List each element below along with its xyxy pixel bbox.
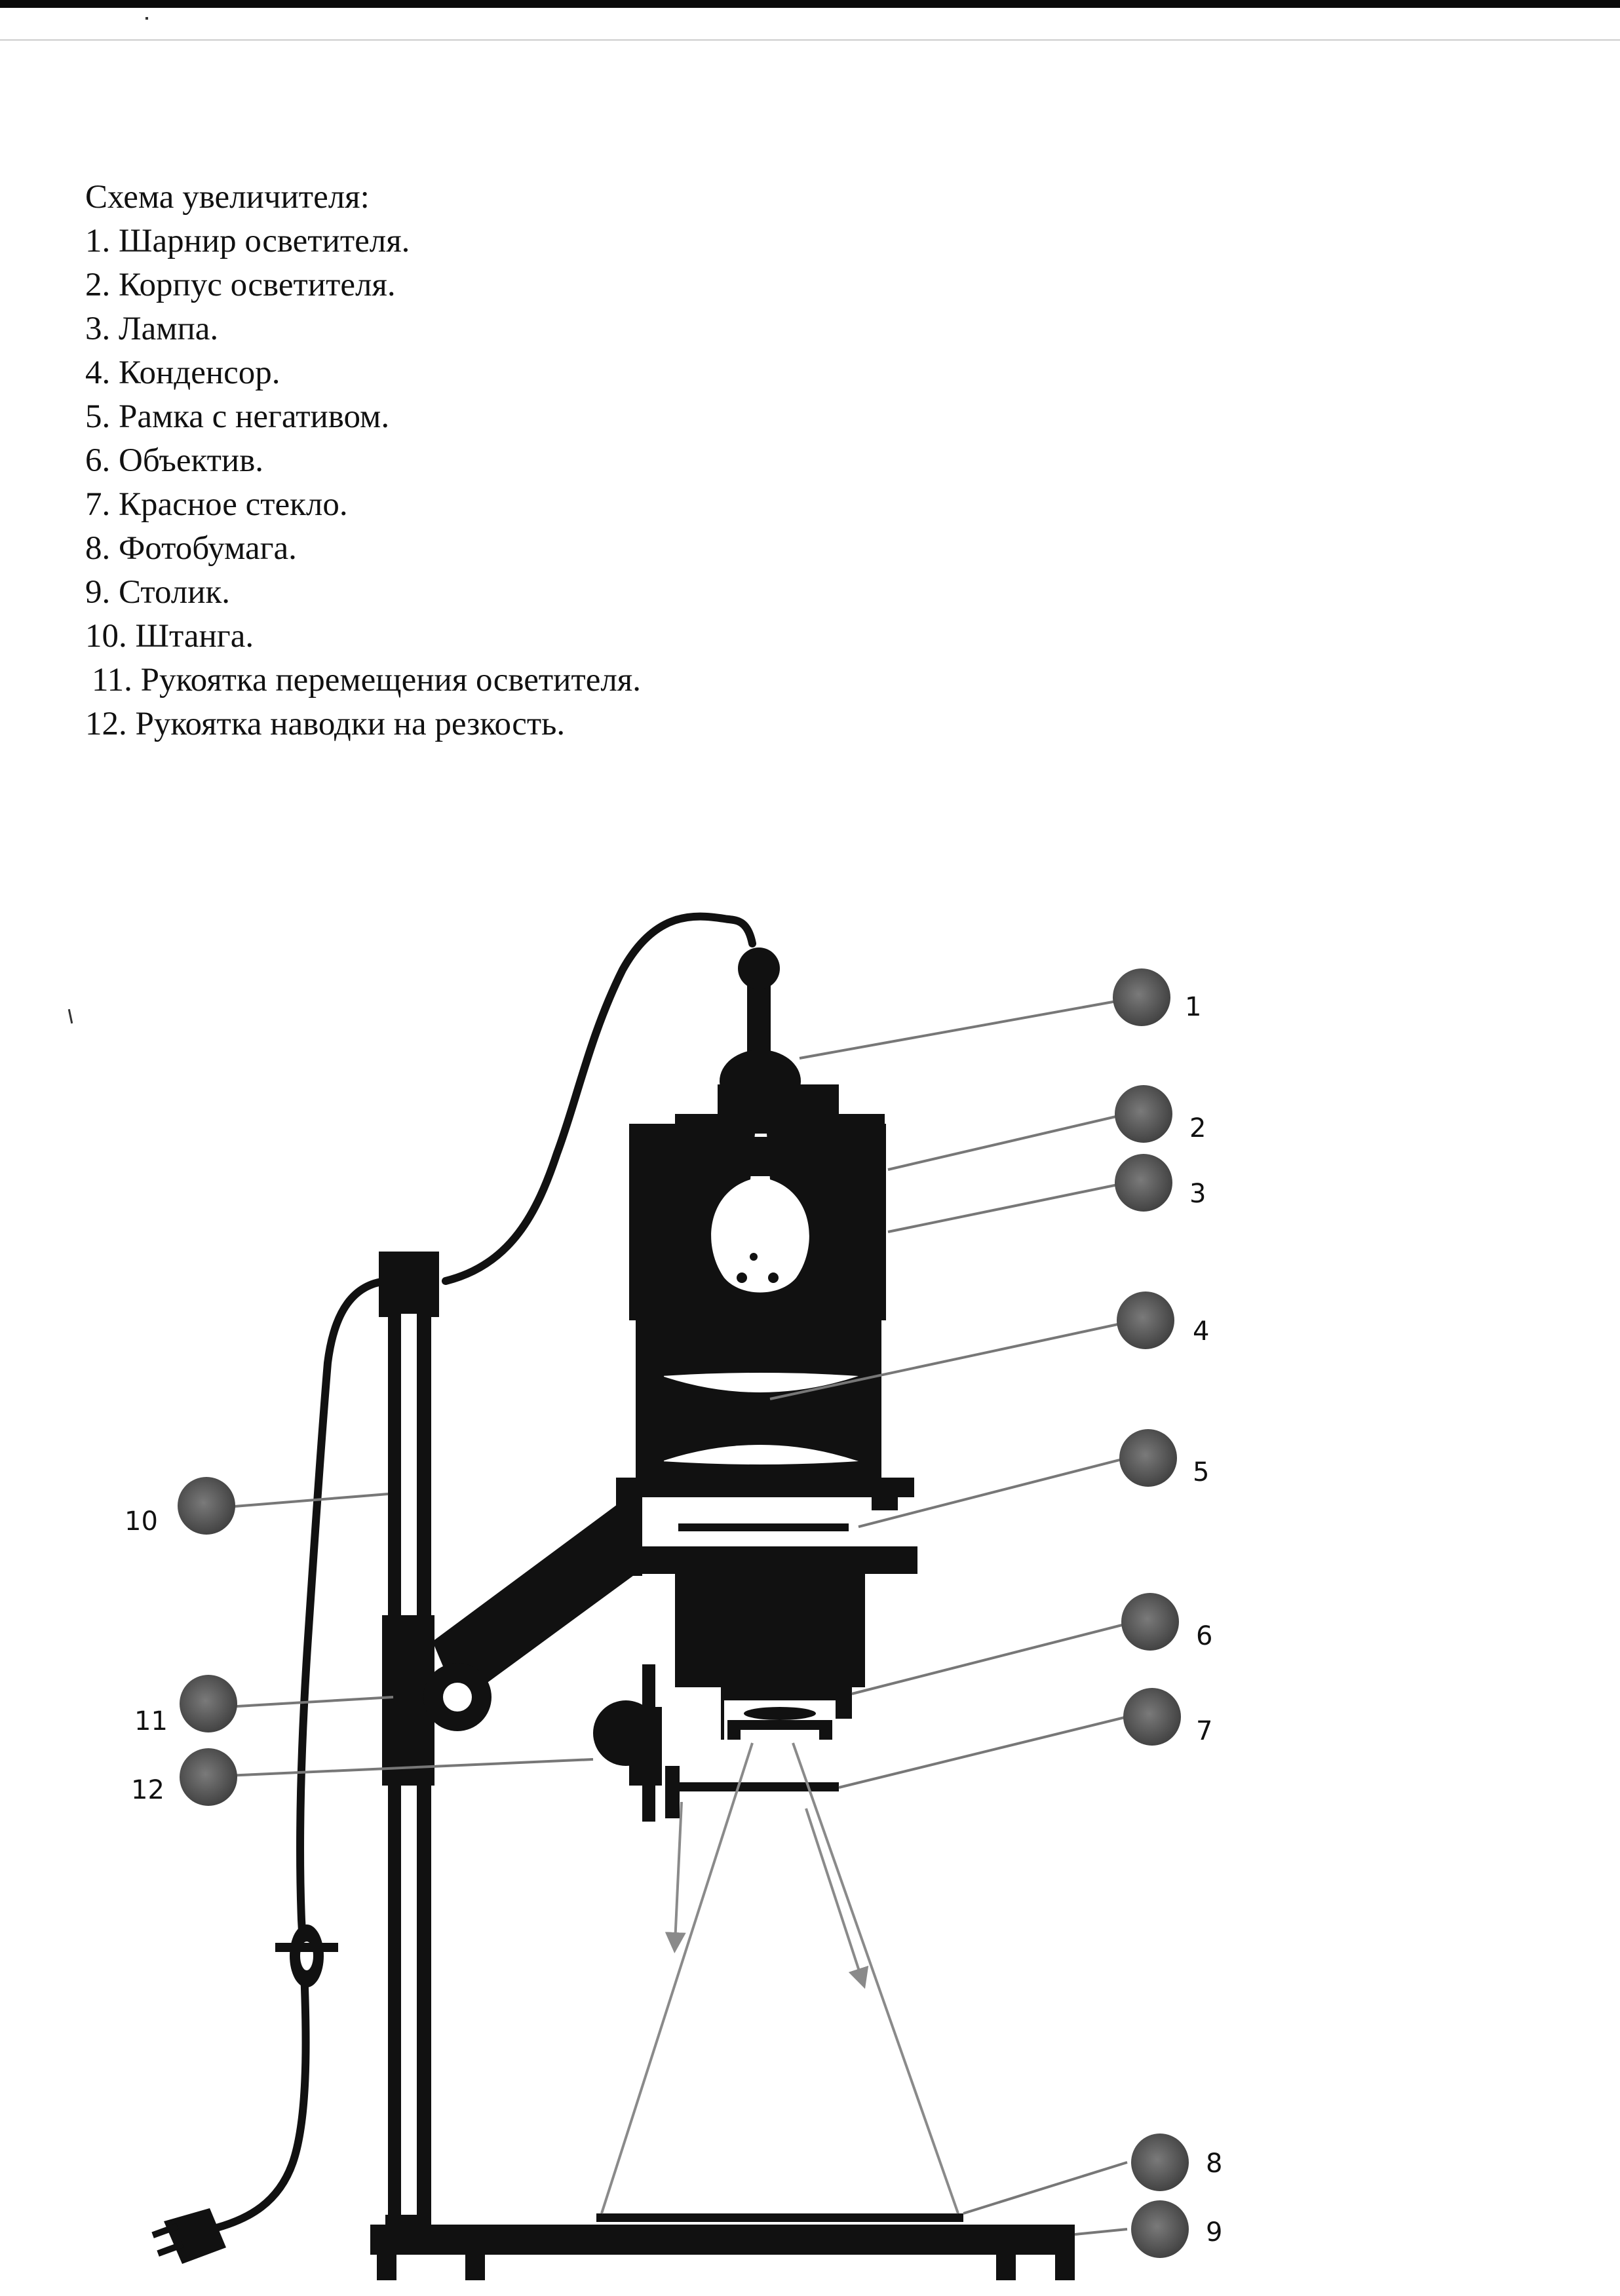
callout-dot-2 xyxy=(1115,1085,1172,1143)
callout-dot-12 xyxy=(180,1748,237,1806)
scan-rule xyxy=(0,39,1620,41)
legend-item-2: 2. Корпус осветителя. xyxy=(85,267,396,303)
callout-dot-11 xyxy=(180,1675,237,1732)
condenser xyxy=(659,1373,858,1464)
legend: Схема увеличителя: 1. Шарнир осветителя.… xyxy=(85,176,641,746)
legend-item-9: 9. Столик. xyxy=(85,574,231,611)
callout-number-9: 9 xyxy=(1206,2217,1222,2248)
callout-number-12: 12 xyxy=(131,1775,164,1805)
leader-lines xyxy=(225,998,1128,2236)
callout-number-8: 8 xyxy=(1206,2149,1222,2179)
legend-item-8: 8. Фотобумага. xyxy=(85,530,297,567)
callout-number-1: 1 xyxy=(1185,992,1201,1022)
power-plug xyxy=(151,2208,226,2264)
callout-number-2: 2 xyxy=(1189,1113,1206,1143)
callout-dots xyxy=(178,968,1189,2258)
legend-item-6: 6. Объектив. xyxy=(85,442,264,479)
photo-paper xyxy=(596,2213,963,2222)
callout-dot-1 xyxy=(1113,968,1170,1026)
power-cable xyxy=(199,912,756,2235)
scan-top-edge xyxy=(0,0,1620,8)
callout-dot-6 xyxy=(1121,1593,1179,1651)
legend-item-10: 10. Штанга. xyxy=(85,618,254,655)
callout-dot-3 xyxy=(1115,1154,1172,1212)
callout-number-4: 4 xyxy=(1193,1316,1209,1347)
callout-number-7: 7 xyxy=(1196,1716,1212,1746)
objective xyxy=(724,1700,836,1740)
callout-number-11: 11 xyxy=(134,1706,168,1736)
legend-item-5: 5. Рамка с негативом. xyxy=(85,398,390,435)
callout-dot-9 xyxy=(1131,2200,1189,2258)
callout-dot-5 xyxy=(1119,1429,1177,1487)
callout-dot-8 xyxy=(1131,2133,1189,2191)
callout-dot-10 xyxy=(178,1477,235,1535)
legend-item-1: 1. Шарнир осветителя. xyxy=(85,223,410,259)
callout-number-5: 5 xyxy=(1193,1457,1209,1487)
bulb xyxy=(711,1134,809,1293)
legend-item-3: 3. Лампа. xyxy=(85,311,219,347)
callout-number-10: 10 xyxy=(125,1506,158,1537)
legend-item-7: 7. Красное стекло. xyxy=(85,486,348,523)
scan-speck xyxy=(145,17,148,20)
callout-dot-7 xyxy=(1123,1688,1181,1746)
light-rays xyxy=(600,1742,959,2214)
column xyxy=(379,1252,439,2241)
cable-clip xyxy=(275,1924,338,1987)
callout-dot-4 xyxy=(1117,1292,1174,1349)
negative-frame xyxy=(642,1497,872,1546)
legend-item-4: 4. Конденсор. xyxy=(85,354,280,391)
legend-item-11: 11. Рукоятка перемещения осветителя. xyxy=(92,662,641,698)
legend-item-12: 12. Рукоятка наводки на резкость. xyxy=(85,706,566,742)
callout-number-3: 3 xyxy=(1189,1179,1206,1209)
baseboard xyxy=(370,2225,1075,2280)
callout-number-6: 6 xyxy=(1196,1621,1212,1651)
legend-title: Схема увеличителя: xyxy=(85,179,370,216)
